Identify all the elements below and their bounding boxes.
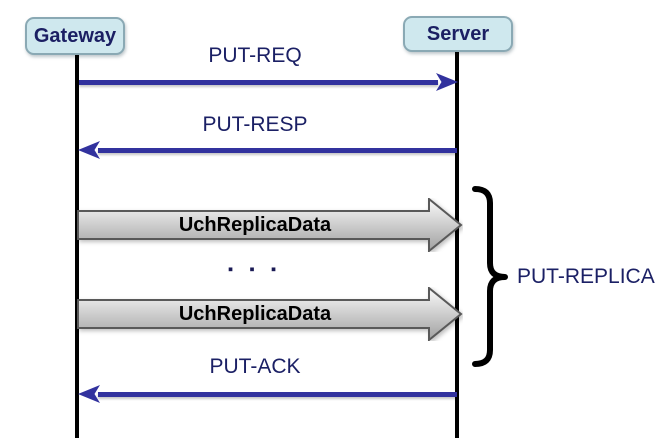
replica-label-2: UchReplicaData: [178, 303, 332, 325]
replica-block-arrow-2: [77, 287, 463, 341]
put-ack-label: PUT-ACK: [209, 355, 301, 378]
replica-label-1: UchReplicaData: [178, 214, 332, 236]
gateway-label: Gateway: [33, 24, 117, 47]
node-gateway: Gateway: [25, 17, 125, 55]
put-req-label: PUT-REQ: [208, 44, 302, 67]
curly-brace-icon: [472, 186, 508, 367]
node-server: Server: [403, 16, 513, 52]
arrow-left-icon: [78, 141, 100, 159]
put-replica-group-label: PUT-REPLICA: [517, 265, 655, 288]
replica-block-arrow-1: [77, 198, 463, 252]
ellipsis-dots: ▪ ▪ ▪: [227, 261, 283, 278]
arrow-left-icon: [78, 385, 100, 403]
put-ack-arrow: [98, 392, 457, 397]
put-req-arrow: [79, 80, 438, 85]
gateway-lifeline: [75, 55, 79, 438]
put-resp-label: PUT-RESP: [202, 113, 308, 136]
put-resp-arrow: [98, 148, 457, 153]
server-lifeline: [455, 52, 459, 438]
server-label: Server: [426, 22, 490, 45]
